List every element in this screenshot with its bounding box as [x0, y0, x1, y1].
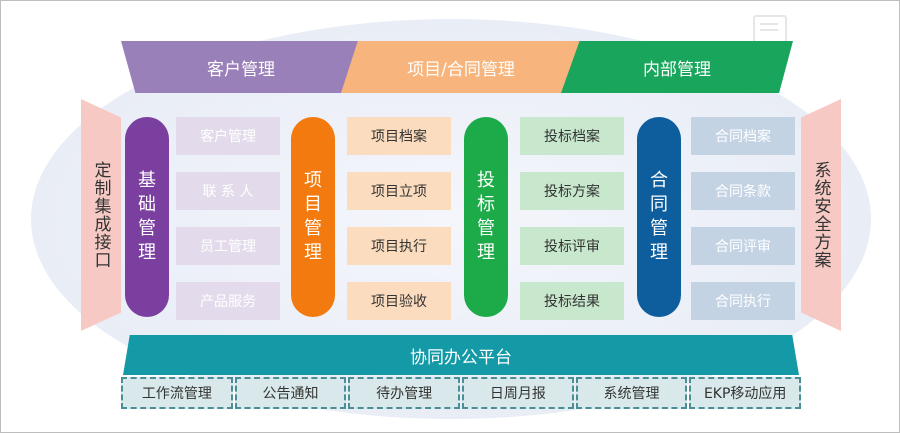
- customer-management-label: 客户管理: [207, 59, 275, 80]
- item-label: 项目档案: [371, 129, 427, 145]
- item-label: 投标档案: [544, 129, 600, 145]
- security-solution-panel: 系统安全方案: [801, 99, 841, 331]
- project-management-label: 项目管理: [304, 170, 322, 263]
- module-system-management[interactable]: 系统管理: [575, 377, 688, 409]
- basic-management-label: 基础管理: [138, 170, 156, 263]
- module-label: 系统管理: [603, 386, 660, 402]
- module-reports[interactable]: 日周月报: [462, 377, 574, 409]
- item-staff-management[interactable]: 员工管理: [176, 227, 280, 265]
- item-project-execution[interactable]: 项目执行: [347, 227, 451, 265]
- module-label: 工作流管理: [141, 386, 212, 402]
- project-contract-management-band: 项目/合同管理: [341, 41, 581, 93]
- item-label: 投标评审: [544, 239, 600, 255]
- bid-management-label: 投标管理: [477, 170, 495, 263]
- module-label: 公告通知: [262, 386, 319, 402]
- contract-management-label: 合同管理: [650, 170, 668, 263]
- security-solution-label: 系统安全方案: [810, 161, 831, 269]
- item-contract-archive[interactable]: 合同档案: [691, 117, 795, 155]
- module-announcements[interactable]: 公告通知: [234, 377, 347, 409]
- item-project-initiation[interactable]: 项目立项: [347, 172, 451, 210]
- module-label: 日周月报: [489, 386, 546, 402]
- document-icon: [753, 15, 787, 43]
- item-label: 客户管理: [200, 129, 256, 145]
- basic-management-pill: 基础管理: [125, 117, 169, 317]
- item-label: 项目立项: [371, 184, 427, 200]
- module-workflow[interactable]: 工作流管理: [121, 377, 233, 409]
- module-label: EKP移动应用: [703, 386, 787, 402]
- item-product-service[interactable]: 产品服务: [176, 282, 280, 320]
- module-todo[interactable]: 待办管理: [348, 377, 461, 409]
- item-label: 投标方案: [544, 184, 600, 200]
- item-bid-plan[interactable]: 投标方案: [520, 172, 624, 210]
- platform-title: 协同办公平台: [410, 347, 512, 368]
- item-label: 员工管理: [200, 239, 256, 255]
- item-label: 合同条款: [715, 184, 771, 200]
- module-label: 待办管理: [376, 386, 433, 402]
- item-label: 项目验收: [371, 294, 427, 310]
- bid-management-pill: 投标管理: [464, 117, 508, 317]
- customer-management-band: 客户管理: [121, 41, 361, 93]
- platform-modules: 工作流管理 公告通知 待办管理 日周月报 系统管理 EKP移动应用: [121, 377, 802, 409]
- item-label: 投标结果: [544, 294, 600, 310]
- item-bid-archive[interactable]: 投标档案: [520, 117, 624, 155]
- item-project-archive[interactable]: 项目档案: [347, 117, 451, 155]
- item-bid-review[interactable]: 投标评审: [520, 227, 624, 265]
- internal-management-band: 内部管理: [561, 41, 793, 93]
- module-ekp-mobile[interactable]: EKP移动应用: [689, 377, 802, 409]
- item-customer-management[interactable]: 客户管理: [176, 117, 280, 155]
- collaborative-office-platform: 协同办公平台: [123, 335, 799, 375]
- item-contacts[interactable]: 联 系 人: [176, 172, 280, 210]
- item-label: 合同档案: [715, 129, 771, 145]
- custom-integration-panel: 定制集成接口: [81, 99, 121, 331]
- item-label: 合同评审: [715, 239, 771, 255]
- custom-integration-label: 定制集成接口: [90, 161, 111, 269]
- project-management-pill: 项目管理: [291, 117, 335, 317]
- item-contract-review[interactable]: 合同评审: [691, 227, 795, 265]
- item-project-acceptance[interactable]: 项目验收: [347, 282, 451, 320]
- project-contract-management-label: 项目/合同管理: [407, 59, 515, 80]
- item-contract-terms[interactable]: 合同条款: [691, 172, 795, 210]
- item-bid-result[interactable]: 投标结果: [520, 282, 624, 320]
- contract-management-pill: 合同管理: [637, 117, 681, 317]
- item-label: 联 系 人: [202, 184, 254, 200]
- item-label: 合同执行: [715, 294, 771, 310]
- item-contract-execution[interactable]: 合同执行: [691, 282, 795, 320]
- item-label: 产品服务: [200, 294, 256, 310]
- item-label: 项目执行: [371, 239, 427, 255]
- internal-management-label: 内部管理: [643, 59, 711, 80]
